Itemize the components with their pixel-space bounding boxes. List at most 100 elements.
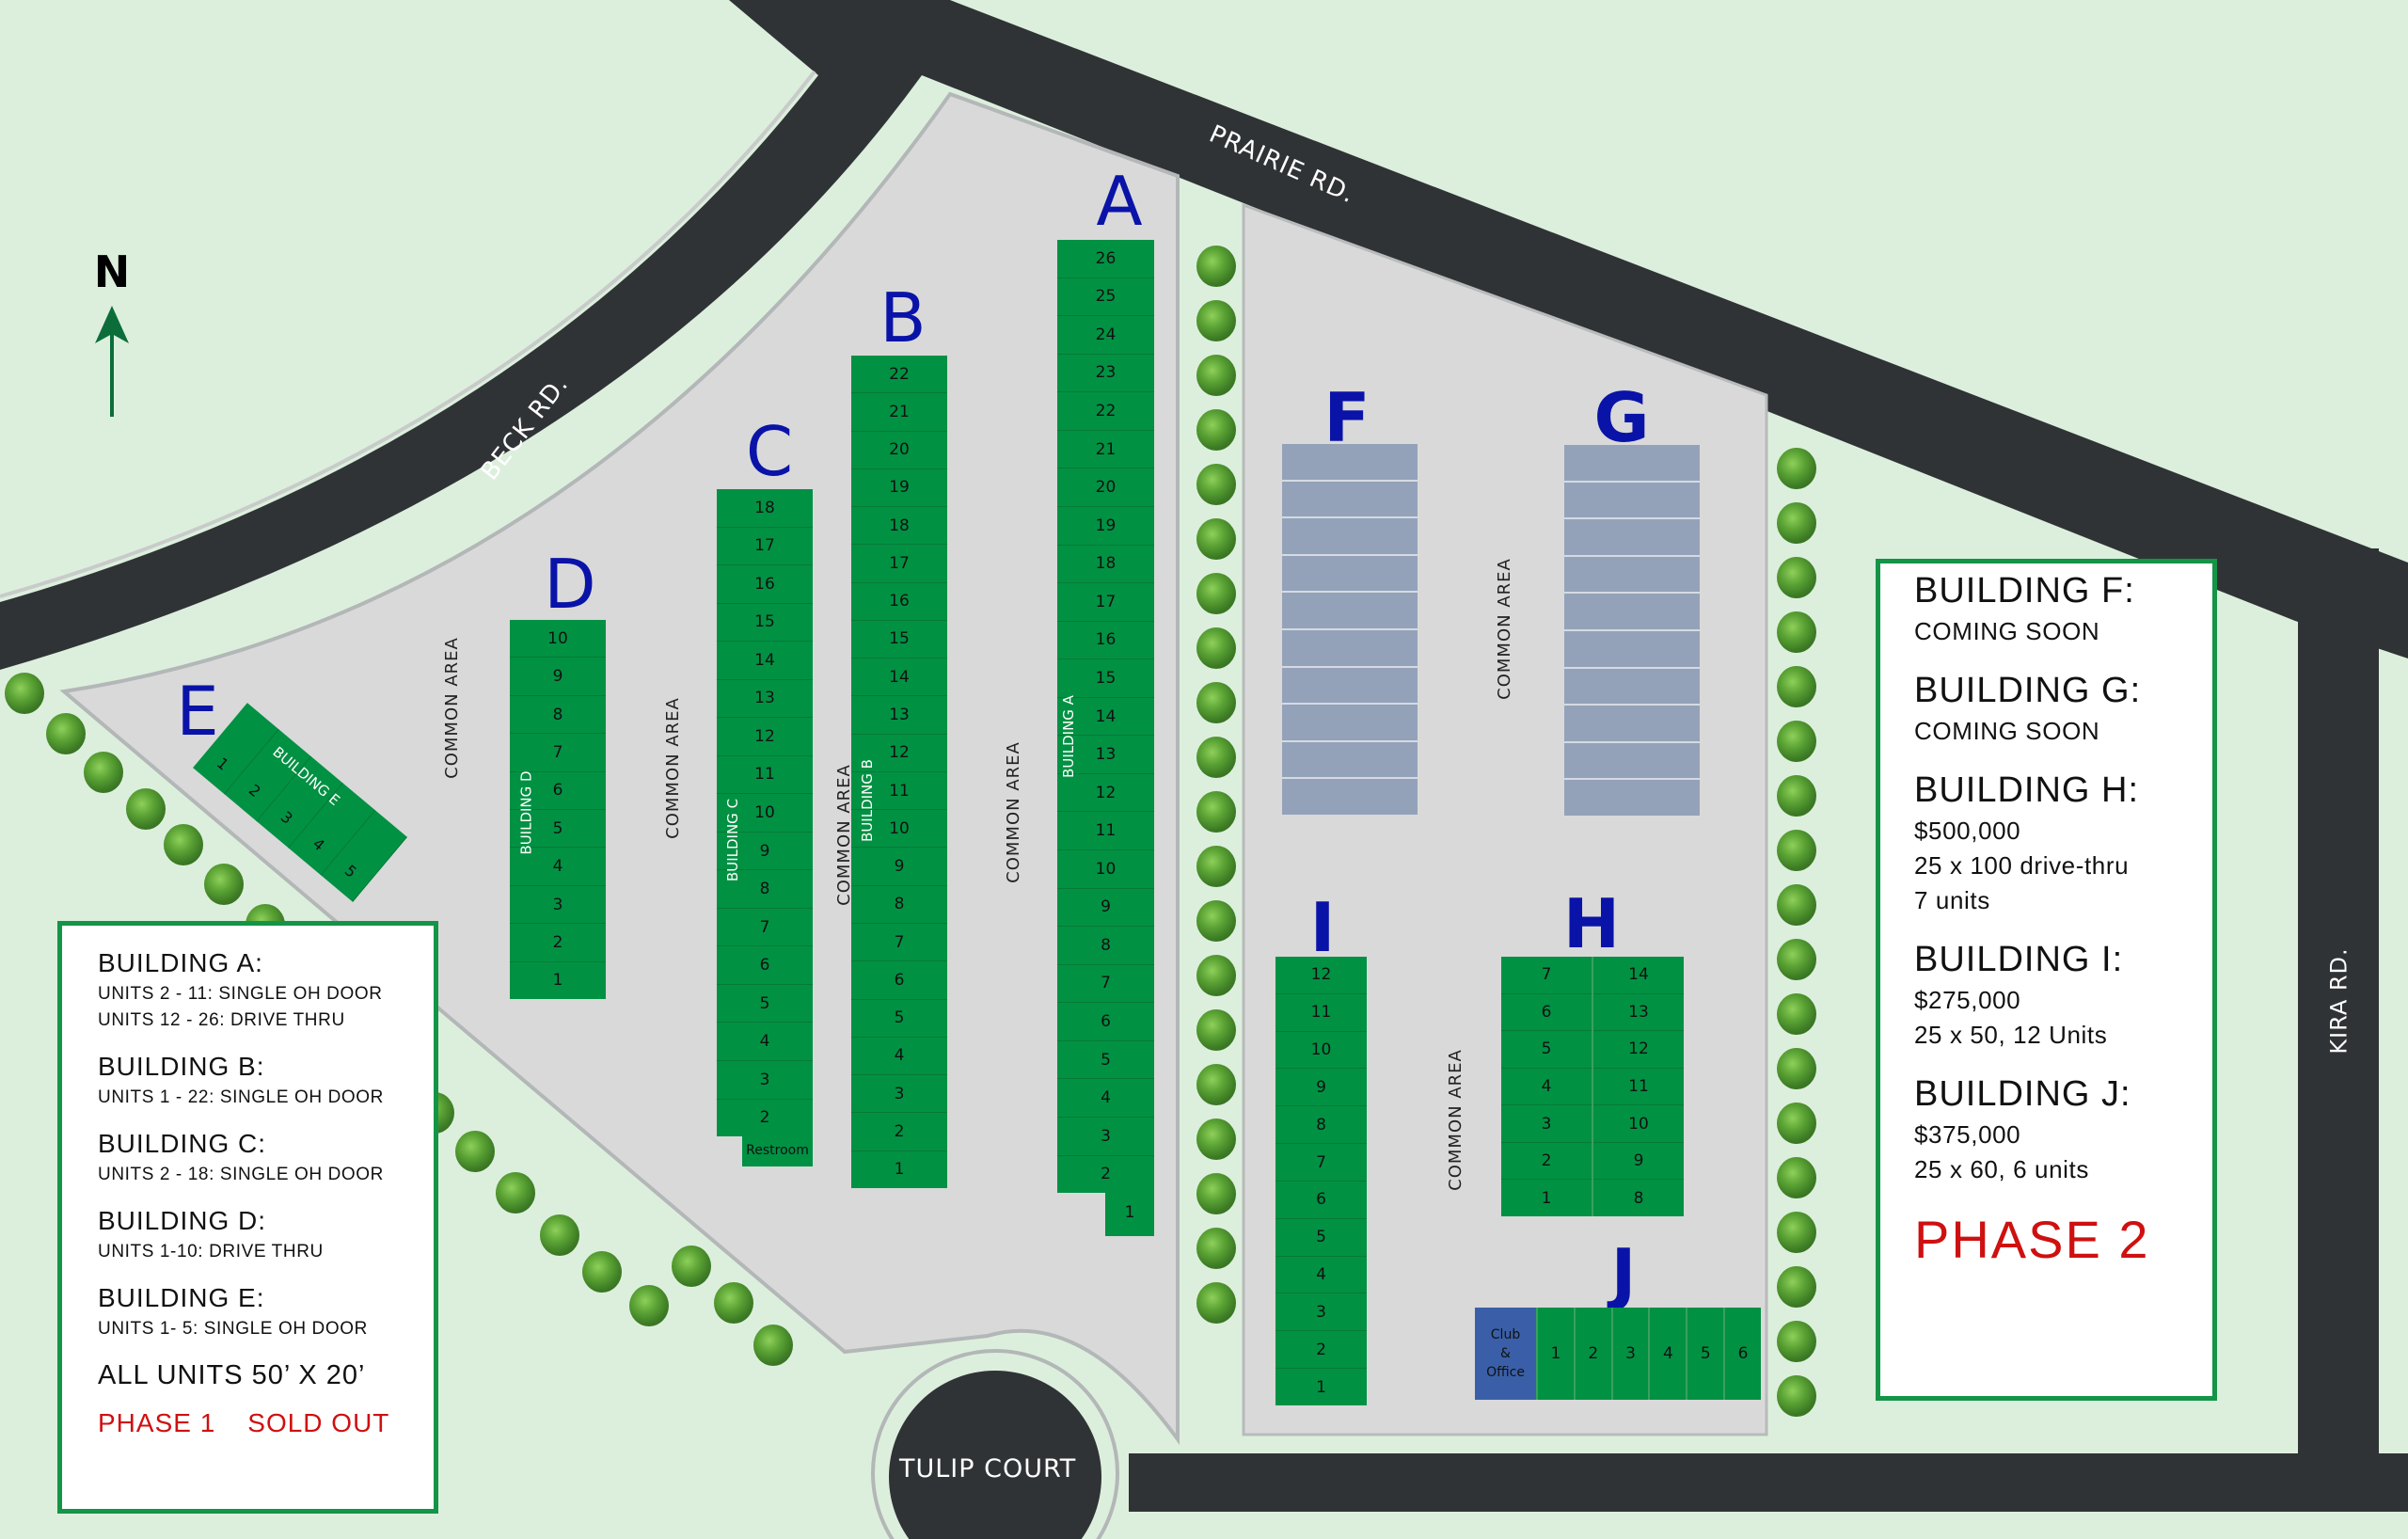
unit: 20 — [1057, 468, 1154, 507]
tree-icon — [1777, 1375, 1816, 1417]
tree-icon — [1777, 502, 1816, 544]
unit: 17 — [851, 545, 947, 583]
tree-icon — [1196, 737, 1236, 778]
unit: 2 — [1101, 1165, 1111, 1184]
tree-icon — [1777, 1266, 1816, 1308]
common-area-label: COMMON AREA — [833, 764, 854, 906]
north-label: N — [93, 246, 131, 297]
unit: 10 — [1593, 1105, 1684, 1143]
building-c-restroom: Restroom — [742, 1134, 813, 1166]
unit: 17 — [1057, 583, 1154, 622]
unit: 13 — [717, 680, 813, 719]
unit: 9 — [510, 658, 606, 696]
tree-icon — [1196, 1173, 1236, 1214]
unit: 5 — [717, 985, 813, 1023]
tree-icon — [496, 1172, 535, 1214]
unit — [1564, 706, 1700, 743]
legend-item-detail: 25 x 50, 12 Units — [1914, 1021, 2108, 1049]
tree-icon — [582, 1251, 622, 1293]
club-office: Club & Office — [1475, 1308, 1536, 1400]
unit — [1564, 780, 1700, 816]
unit: 2 — [1573, 1308, 1611, 1400]
tulip-court-circle — [889, 1371, 1101, 1539]
unit — [1564, 743, 1700, 781]
building-g-letter: G — [1593, 378, 1650, 457]
tree-icon — [1777, 1212, 1816, 1253]
legend-item-detail: $500,000 — [1914, 817, 2021, 845]
unit: 24 — [1057, 316, 1154, 355]
unit: 19 — [1057, 507, 1154, 546]
unit: 7 — [851, 924, 947, 962]
legend-item-detail: UNITS 12 - 26: DRIVE THRU — [98, 1010, 345, 1030]
unit: 22 — [851, 356, 947, 394]
unit: 6 — [1057, 1003, 1154, 1041]
unit: 10 — [851, 810, 947, 849]
unit: 9 — [1057, 889, 1154, 928]
unit: 14 — [717, 642, 813, 680]
unit: 6 — [717, 946, 813, 985]
unit: 4 — [510, 848, 606, 886]
unit: 17 — [717, 528, 813, 566]
unit: 6 — [1275, 1182, 1367, 1219]
unit: 15 — [717, 604, 813, 643]
building-d-label: BUILDING D — [517, 770, 535, 855]
unit: 1 — [1316, 1377, 1326, 1397]
tree-icon — [1196, 846, 1236, 887]
legend-item-title: BUILDING E: — [98, 1283, 265, 1312]
unit: 7 — [717, 909, 813, 947]
legend-item: BUILDING B:UNITS 1 - 22: SINGLE OH DOOR — [98, 1052, 434, 1108]
tree-icon — [1777, 830, 1816, 871]
tree-icon — [1777, 775, 1816, 817]
tree-icon — [1196, 955, 1236, 996]
tree-icon — [1777, 1157, 1816, 1198]
unit: 5 — [1275, 1219, 1367, 1257]
unit — [1564, 557, 1700, 595]
tree-icon — [84, 752, 123, 793]
legend-item-title: BUILDING D: — [98, 1206, 267, 1235]
unit: 8 — [1057, 927, 1154, 965]
unit: 4 — [1275, 1257, 1367, 1294]
unit: 18 — [1057, 546, 1154, 584]
unit: 14 — [1593, 957, 1684, 994]
tulip-court-label: TULIP COURT — [899, 1454, 1077, 1483]
unit: 8 — [717, 870, 813, 909]
tree-icon — [164, 824, 203, 865]
unit: 10 — [510, 620, 606, 658]
legend-item: BUILDING E:UNITS 1- 5: SINGLE OH DOOR — [98, 1283, 434, 1340]
unit: 6 — [1501, 994, 1592, 1032]
tree-icon — [1777, 666, 1816, 707]
unit: 18 — [851, 507, 947, 546]
legend-item-detail: UNITS 2 - 18: SINGLE OH DOOR — [98, 1165, 384, 1184]
unit: 2 — [1501, 1143, 1592, 1181]
unit: 20 — [851, 432, 947, 469]
unit: 2 — [1275, 1331, 1367, 1370]
unit: 3 — [851, 1075, 947, 1114]
unit: 8 — [510, 696, 606, 735]
legend-item: BUILDING F:COMING SOON — [1914, 571, 2212, 646]
unit — [1564, 669, 1700, 706]
unit: 12 — [1275, 957, 1367, 994]
unit — [1282, 630, 1418, 668]
tree-icon — [455, 1131, 495, 1172]
all-units-note: ALL UNITS 50’ X 20’ — [98, 1360, 366, 1390]
unit — [1564, 445, 1700, 483]
unit: 6 — [851, 961, 947, 1000]
unit: 11 — [851, 772, 947, 811]
unit: 7 — [1275, 1144, 1367, 1182]
building-j-letter: J — [1610, 1234, 1637, 1313]
unit — [1564, 519, 1700, 557]
unit: 3 — [1610, 1308, 1649, 1400]
building-h-letter: H — [1562, 884, 1621, 963]
unit: 3 — [717, 1061, 813, 1100]
building-a-unit-1: 1 — [1105, 1189, 1154, 1236]
tree-icon — [5, 673, 44, 714]
legend-item-detail: $375,000 — [1914, 1120, 2021, 1149]
tree-icon — [1196, 464, 1236, 505]
building-c-letter: C — [745, 412, 794, 491]
unit: 14 — [1057, 698, 1154, 737]
